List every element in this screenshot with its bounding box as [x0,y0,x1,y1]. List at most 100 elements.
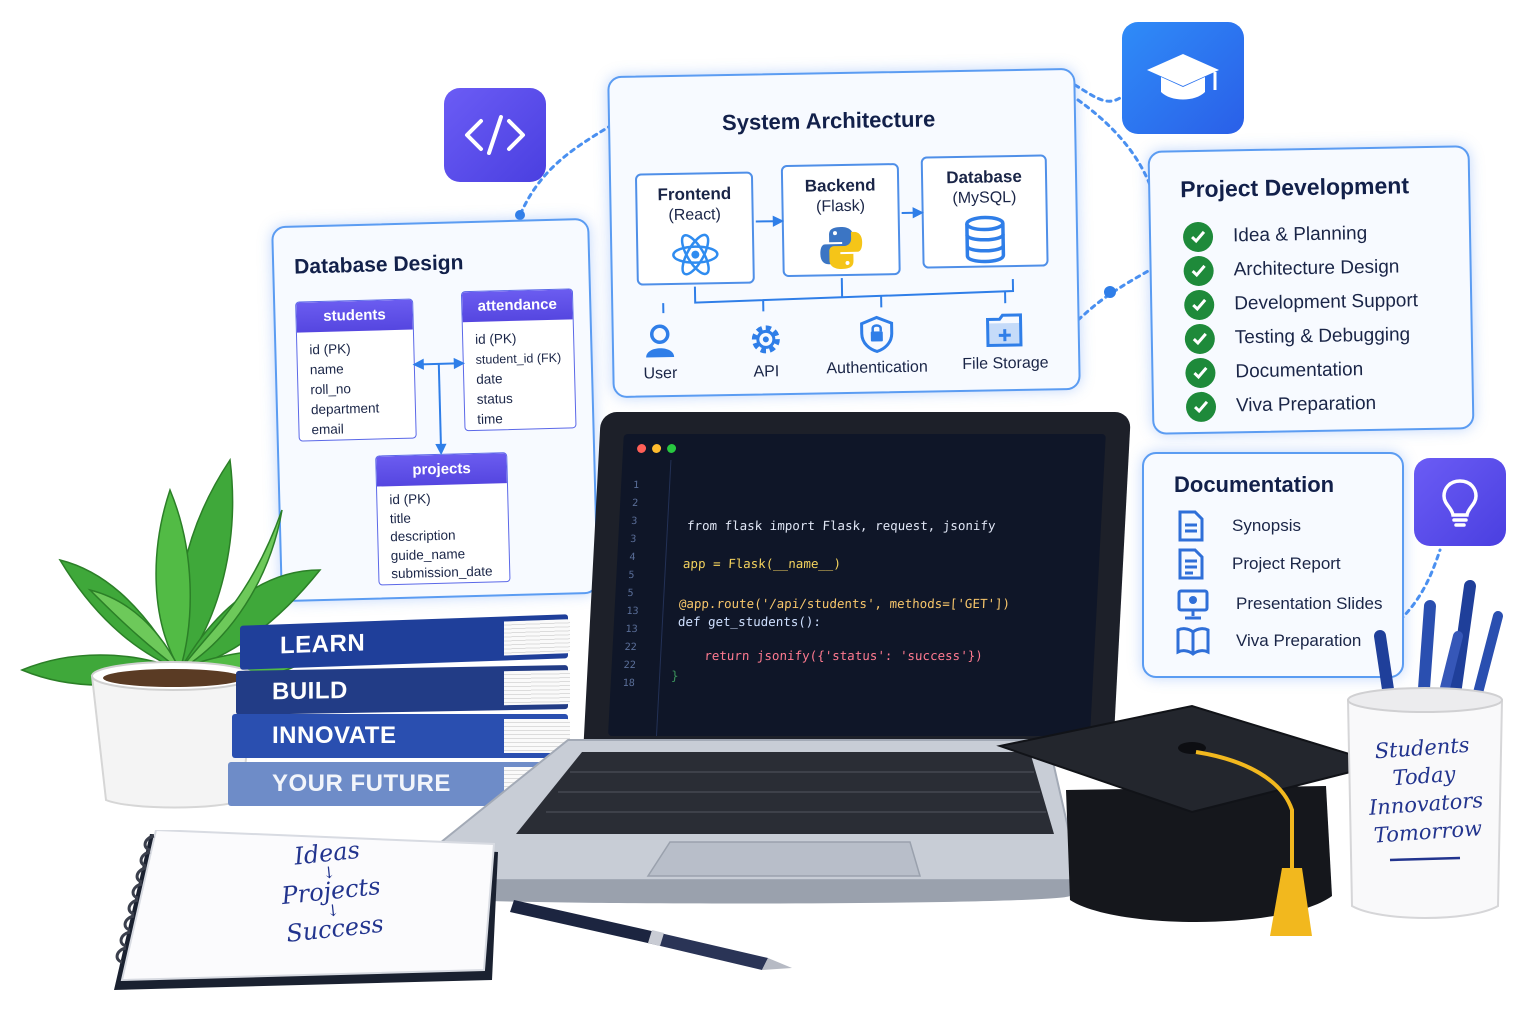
presentation-icon [1177,589,1209,620]
book-label: LEARN [280,629,366,660]
book-label: BUILD [272,676,348,706]
line-number: 1 [632,480,640,491]
checklist-label: Architecture Design [1233,256,1400,281]
book-label: INNOVATE [272,722,397,749]
service-file-storage: File Storage [961,310,1049,373]
database-box: Database (MySQL) [920,154,1049,269]
checklist-label: Viva Preparation [1235,392,1377,417]
book-learn: LEARN [240,614,570,670]
shield-icon [859,315,893,354]
frontend-box: Frontend (React) [634,171,755,286]
python-icon [820,227,863,270]
book-your-future: YOUR FUTURE [228,762,570,806]
react-icon [672,233,719,276]
line-number: 22 [623,660,637,671]
doc-item-synopsis: Synopsis [1176,510,1301,542]
checklist-label: Documentation [1235,359,1364,383]
graduation-cap [996,700,1386,950]
line-number: 2 [631,498,639,509]
line-number: 13 [625,624,638,635]
doc-label: Presentation Slides [1236,594,1383,613]
service-authentication-label: Authentication [826,358,928,378]
book-label: YOUR FUTURE [272,770,451,797]
checklist-label: Idea & Planning [1232,223,1368,247]
user-icon [646,324,675,358]
doc-item-project-report: Project Report [1176,548,1341,580]
code-line: @app.route('/api/students', methods=['GE… [678,596,1011,611]
check-icon [1182,221,1214,253]
line-number: 5 [627,588,634,599]
code-line: def get_students(): [677,614,822,629]
line-number: 3 [629,534,637,545]
line-number: 4 [629,552,636,563]
layer-arrows [662,207,1015,314]
doc-label: Project Report [1232,554,1341,573]
checklist-label: Testing & Debugging [1234,324,1411,349]
book-stack: LEARN BUILD INNOVATE YOUR FUTURE [226,612,576,812]
documentation-title: Documentation [1174,472,1335,497]
relation-lines [412,357,466,456]
code-line: app = Flask(__name__) [682,556,842,571]
maximize-dot[interactable] [666,444,677,453]
checklist-item: Viva Preparation [1185,389,1377,423]
service-api: API [748,321,785,382]
document-icon [1178,510,1204,542]
checklist-item: Idea & Planning [1182,219,1368,253]
lightbulb-tile [1414,458,1506,546]
lightbulb-icon [1442,479,1478,527]
potted-plant [20,450,340,810]
service-api-label: API [753,363,780,381]
checklist-item: Testing & Debugging [1184,320,1411,355]
mug-text: Students Today Innovators Tomorrow [1348,729,1501,851]
service-user-label: User [643,364,678,383]
check-icon [1185,357,1216,389]
project-development-title: Project Development [1179,172,1410,203]
line-number: 22 [624,642,637,653]
code-icon [465,115,525,155]
notebook-text: Ideas ↓ Projects ↓ Success [242,835,421,948]
database-icon [965,215,1006,264]
system-architecture-panel: System Architecture Frontend (React) Bac… [607,67,1081,399]
close-dot[interactable] [636,444,647,453]
line-number: 3 [630,516,638,527]
pen-holder: Students Today Innovators Tomorrow [1340,576,1510,922]
code-editor: 1 2 3 3 4 5 5 13 13 22 22 18 from flask … [607,434,1106,736]
folder-icon [986,313,1023,348]
checklist-item: Documentation [1185,355,1364,389]
report-icon [1178,548,1204,580]
doc-label: Synopsis [1232,516,1301,535]
documentation-panel: Documentation Synopsis Project Report Pr… [1142,452,1404,678]
pen [510,900,792,970]
spiral-notebook: Ideas ↓ Projects ↓ Success [110,828,510,1006]
checklist-label: Development Support [1234,290,1419,315]
check-icon [1184,323,1216,355]
service-user: User [642,323,679,384]
database-design-panel: Database Design students id (PK) name ro… [271,217,599,603]
minimize-dot[interactable] [651,444,662,453]
window-controls [636,444,677,453]
doc-label: Viva Preparation [1236,631,1362,650]
graduation-cap-tile [1122,22,1244,134]
checklist-item: Architecture Design [1183,252,1400,287]
code-line: from flask import Flask, request, jsonif… [686,518,996,533]
backend-box: Backend (Flask) [780,163,901,278]
check-icon [1183,289,1215,321]
line-number: 13 [626,606,639,617]
service-file-storage-label: File Storage [962,354,1049,373]
service-authentication: Authentication [825,315,928,379]
doc-item-presentation-slides: Presentation Slides [1176,588,1382,620]
line-number: 5 [628,570,635,581]
code-icon-tile [444,88,546,182]
code-line: return jsonify({'status': 'success'}) [673,648,984,663]
check-icon [1183,255,1214,287]
book-build: BUILD [236,665,570,715]
gear-icon [751,325,780,354]
checklist-item: Development Support [1183,286,1419,321]
line-number: 18 [622,678,636,689]
book-innovate: INNOVATE [232,714,570,758]
code-line: } [670,668,680,683]
graduation-cap-icon [1147,54,1219,100]
doc-item-viva-preparation: Viva Preparation [1176,626,1361,656]
book-icon [1176,627,1210,656]
check-icon [1185,391,1217,423]
